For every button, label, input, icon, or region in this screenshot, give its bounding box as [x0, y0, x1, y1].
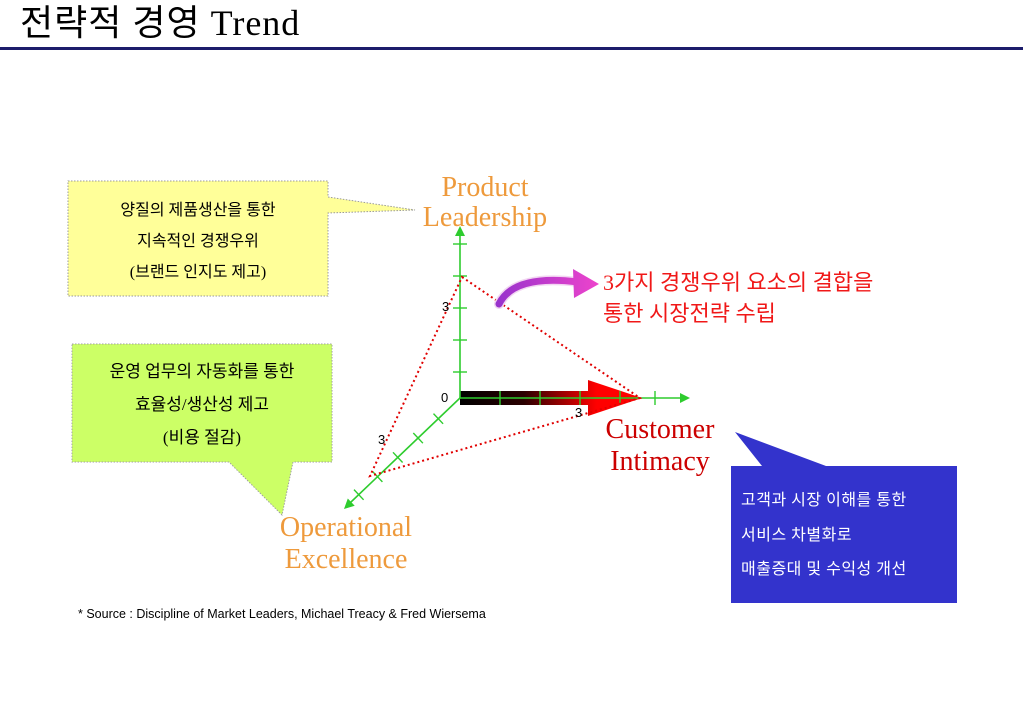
axis-label-line: Leadership	[422, 202, 548, 233]
axis-tick	[432, 413, 444, 425]
slide-title: 전략적 경영 Trend	[20, 3, 301, 43]
callout-customer-line: 매출증대 및 수익성 개선	[741, 561, 907, 578]
title-underline	[0, 47, 1023, 50]
positioning-triangle	[368, 275, 643, 478]
axis-label-line: Customer	[605, 414, 715, 445]
strategy-curved-arrowhead	[573, 269, 599, 298]
axis-label-line: Product	[441, 172, 529, 203]
customer-axis-arrowhead	[680, 393, 690, 403]
callout-product-text: 양질의 제품생산을 통한 지속적인 경쟁우위 (브랜드 인지도 제고)	[68, 195, 328, 288]
axis-tick	[353, 489, 365, 501]
callout-operational-line: 효율성/생산성 제고	[134, 395, 270, 414]
product-scale-label: 3	[442, 299, 450, 314]
axis-label-line: Intimacy	[610, 446, 710, 477]
product-axis-arrowhead	[455, 226, 465, 236]
axis-tick	[412, 432, 424, 444]
operational-axis-line	[350, 397, 461, 503]
strategy-note: 3가지 경쟁우위 요소의 결합을 통한 시장전략 수립	[603, 267, 873, 329]
axis-label-line: Operational	[279, 512, 413, 543]
callout-product-line: 지속적인 경쟁우위	[137, 233, 259, 250]
operational-excellence-label: Operational Excellence	[246, 512, 446, 576]
axis-tick	[372, 471, 383, 483]
source-footnote: * Source : Discipline of Market Leaders,…	[78, 607, 486, 621]
customer-intimacy-label: Customer Intimacy	[560, 414, 760, 478]
callout-product-line: 양질의 제품생산을 통한	[120, 202, 276, 219]
callout-product-line: (브랜드 인지도 제고)	[129, 264, 267, 281]
callout-product-box	[67, 180, 416, 297]
callout-customer-text: 고객과 시장 이해를 통한 서비스 차별화로 매출증대 및 수익성 개선	[741, 484, 951, 588]
callout-customer-line: 고객과 시장 이해를 통한	[741, 492, 907, 509]
callout-operational-line: 운영 업무의 자동화를 통한	[109, 362, 295, 381]
callout-customer-line: 서비스 차별화로	[741, 526, 853, 544]
customer-scale-label: 3	[575, 405, 583, 420]
operational-axis-arrowhead	[344, 498, 355, 509]
operational-scale-label: 3	[378, 432, 386, 447]
strategy-curved-arrow	[495, 276, 582, 308]
product-leadership-label: Product Leadership	[385, 173, 585, 233]
axis-label-line: Excellence	[284, 544, 408, 575]
strategy-note-line: 3가지 경쟁우위 요소의 결합을	[603, 270, 874, 295]
callout-customer-box	[731, 432, 957, 603]
origin-label: 0	[441, 390, 449, 405]
callout-operational-line: (비용 절감)	[162, 428, 242, 447]
strategy-note-line: 통한 시장전략 수립	[603, 301, 776, 326]
callout-operational-box	[71, 343, 333, 517]
callout-operational-text: 운영 업무의 자동화를 통한 효율성/생산성 제고 (비용 절감)	[72, 355, 332, 454]
axis-tick	[392, 451, 404, 463]
